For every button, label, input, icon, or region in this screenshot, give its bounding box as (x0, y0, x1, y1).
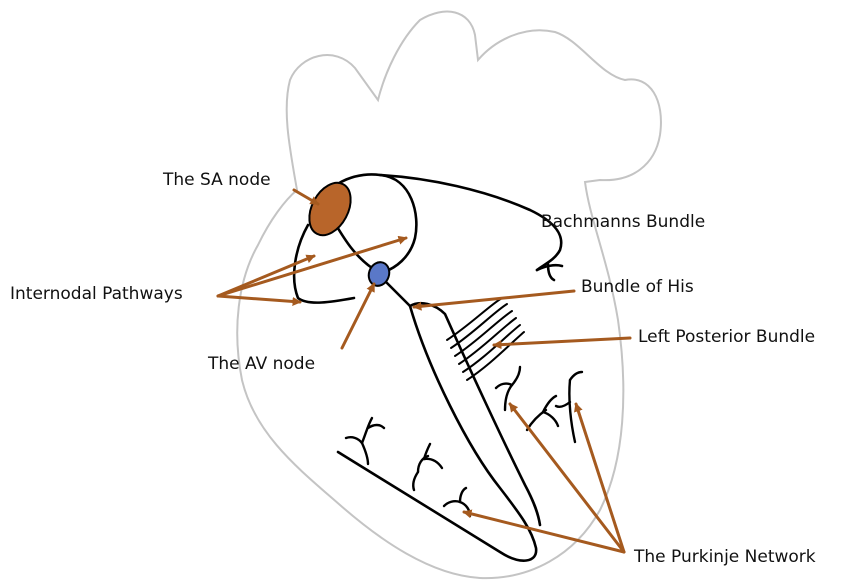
arrow-purkinje-2 (576, 404, 624, 552)
label-purkinje-network: The Purkinje Network (634, 549, 816, 566)
sa-av-link-path (336, 225, 372, 268)
left-posterior-fibers (447, 298, 524, 380)
label-av-node: The AV node (208, 356, 315, 373)
label-bundle-of-his: Bundle of His (581, 279, 694, 296)
arrow-purkinje-1 (510, 404, 624, 552)
sa-node-shape (301, 176, 359, 242)
conduction-system (294, 174, 562, 560)
arrow-internodal-3 (218, 296, 300, 302)
bundle-of-his-path (384, 280, 410, 306)
label-internodal-pathways: Internodal Pathways (10, 286, 183, 303)
left-bundle-path (410, 303, 540, 525)
purkinje-network (346, 367, 582, 516)
label-bachmanns-bundle: Bachmanns Bundle (541, 214, 705, 231)
arrow-sa-node (294, 190, 318, 204)
arrow-av-node (342, 284, 374, 348)
label-sa-node: The SA node (163, 172, 271, 189)
label-left-posterior-bundle: Left Posterior Bundle (638, 329, 815, 346)
